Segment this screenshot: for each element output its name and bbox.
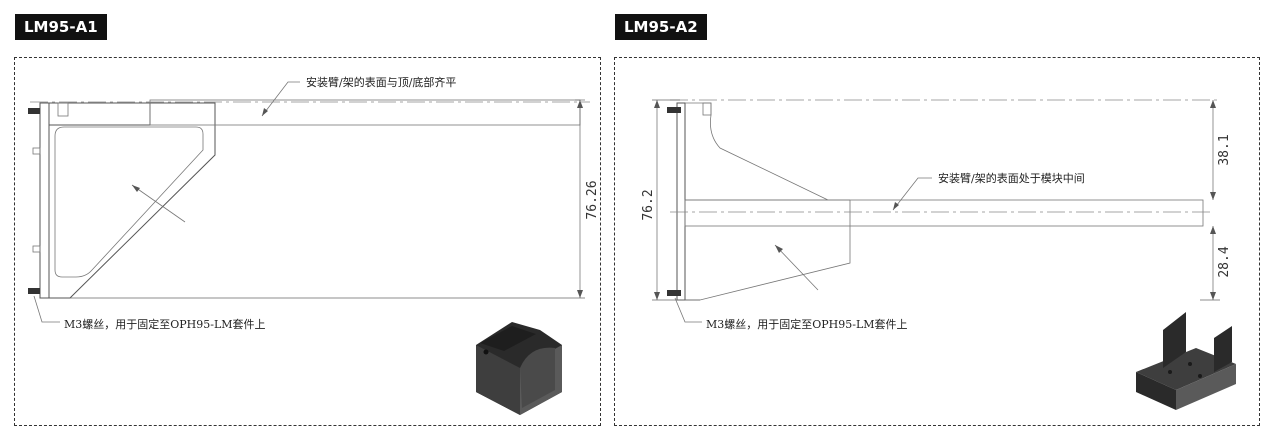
a2-lower-gusset	[685, 200, 851, 301]
a2-note-top: 安装臂/架的表面处于模块中间	[938, 171, 1085, 185]
model-tag-lm95-a1: LM95-A1	[15, 14, 107, 40]
a2-mounting-arm	[684, 199, 1204, 227]
a1-top-bar	[48, 102, 151, 126]
a1-screw-bottom	[28, 288, 40, 294]
a2-note-bottom: M3螺丝，用于固定至OPH95-LM套件上	[706, 317, 908, 331]
drawing-a2: 76.2 38.1 28.4 安装臂/架的表面处于模块中间 M3螺丝，用于固定至…	[641, 99, 1236, 410]
a1-gusset	[49, 102, 216, 299]
a2-screw-top	[667, 107, 681, 113]
model-tag-lm95-a2: LM95-A2	[615, 14, 707, 40]
a2-base-plate	[676, 102, 686, 301]
a2-upper-gusset	[685, 102, 829, 201]
a1-dimension-height: 76.26	[585, 180, 600, 219]
a1-base-plate	[39, 102, 50, 299]
a2-dimension-height: 76.2	[641, 189, 656, 220]
a2-screw-bottom	[667, 290, 681, 296]
drawing-frame-a1	[14, 57, 601, 426]
a1-note-bottom: M3螺丝，用于固定至OPH95-LM套件上	[64, 317, 266, 331]
a2-product-photo	[1136, 312, 1236, 410]
drawing-a1: 76.26 安装臂/架的表面与顶/底部齐平 M3螺丝，用于固定至OPH95-LM…	[28, 75, 600, 415]
a1-product-photo	[476, 322, 562, 415]
drawing-frame-a2	[614, 57, 1260, 426]
a2-dimension-upper: 38.1	[1217, 134, 1232, 165]
a1-gusset-cutout	[54, 126, 204, 278]
a1-screw-top	[28, 108, 40, 114]
a2-dimension-lower: 28.4	[1217, 246, 1232, 277]
a1-note-top: 安装臂/架的表面与顶/底部齐平	[306, 75, 456, 89]
